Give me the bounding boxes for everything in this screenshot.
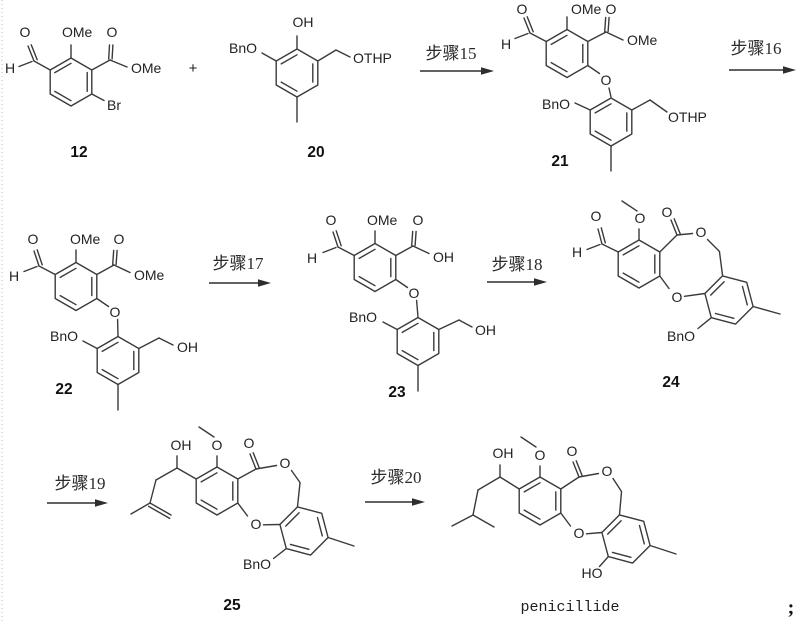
bromine-label: Br [107, 97, 121, 113]
compound-20-number: 20 [307, 144, 324, 161]
hydroxymethyl-oh-label: OH [177, 339, 198, 355]
lactone-carbonyl-o-label: O [567, 443, 578, 459]
compound-penicillide-name: penicillide [520, 599, 619, 616]
step-19-label: 步骤19 [55, 474, 106, 493]
hydroxyl-label: OH [293, 14, 314, 30]
step-15-label: 步骤15 [426, 44, 477, 63]
aldehyde-o-label: O [28, 231, 39, 247]
hydroxyl-label: OH [171, 437, 192, 453]
lactone-carbonyl-o-label: O [662, 204, 673, 220]
compound-25: O OH O O O BnO 25 [130, 426, 355, 614]
ester-o-label: O [107, 24, 118, 40]
methoxy-label: OMe [571, 1, 602, 17]
ester-ome-label: OMe [627, 32, 658, 48]
diaryl-ether-o-label: O [574, 525, 585, 541]
diaryl-ether-o-label: O [601, 72, 612, 88]
diaryl-ether-o-label: O [672, 289, 683, 305]
methoxy-o-label: O [535, 447, 546, 463]
ester-o-label: O [114, 231, 125, 247]
compound-22: H O OMe O OMe O BnO OH 22 [9, 231, 198, 411]
phenol-ho-label: HO [582, 565, 603, 581]
compound-20: OH BnO OTHP 20 [229, 14, 392, 161]
aldehyde-o-label: O [517, 1, 528, 17]
compound-21-number: 21 [551, 153, 569, 170]
benzyloxy-label: BnO [667, 328, 695, 344]
compound-25-number: 25 [223, 597, 241, 614]
diaryl-ether-o-label: O [110, 304, 121, 320]
hydroxymethyl-oh-label: OH [475, 322, 496, 338]
lactone-carbonyl-o-label: O [244, 435, 255, 451]
aldehyde-o-label: O [326, 212, 337, 228]
aldehyde-h-label: H [501, 36, 511, 52]
thp-ether-label: OTHP [353, 50, 392, 66]
aldehyde-o-label: O [20, 24, 31, 40]
ester-ome-label: OMe [134, 267, 165, 283]
benzyloxy-label: BnO [542, 96, 570, 112]
compound-24: H O O O O O BnO 24 [572, 200, 781, 391]
methoxy-o-label: O [212, 437, 223, 453]
plus-sign: + [189, 60, 198, 77]
compound-22-number: 22 [55, 381, 72, 398]
step-17-label: 步骤17 [213, 254, 264, 273]
step-17: 步骤17 [209, 254, 271, 287]
aldehyde-h-label: H [5, 60, 15, 76]
compound-23-number: 23 [388, 384, 406, 401]
compound-24-number: 24 [662, 374, 680, 391]
step-15: 步骤15 [420, 44, 494, 75]
thp-ether-label: OTHP [668, 109, 707, 125]
diaryl-ether-o-label: O [251, 516, 262, 532]
benzyloxy-label: BnO [229, 40, 257, 56]
benzyloxy-label: BnO [349, 309, 377, 325]
compound-21: H O OMe O OMe O BnO OTHP 21 [501, 1, 707, 172]
hydroxyl-label: OH [493, 445, 514, 461]
trailing-semicolon: ; [788, 597, 795, 619]
aldehyde-h-label: H [572, 244, 582, 260]
compound-penicillide: O OH O O O HO penicillide [451, 436, 677, 616]
benzyloxy-label: BnO [50, 328, 78, 344]
compound-12: H O OMe O OMe Br 12 [5, 24, 162, 161]
step-18: 步骤18 [487, 255, 547, 286]
aldehyde-o-label: O [591, 208, 602, 224]
lactone-o-label: O [696, 224, 707, 240]
acid-o-label: O [413, 212, 424, 228]
methoxy-o-label: O [635, 210, 646, 226]
ester-o-label: O [606, 1, 617, 17]
compound-12-number: 12 [70, 144, 87, 161]
compound-23: H O OMe O OH O BnO OH 23 [307, 212, 496, 401]
methoxy-label: OMe [70, 231, 101, 247]
step-18-label: 步骤18 [492, 255, 543, 274]
aldehyde-h-label: H [9, 268, 19, 284]
step-19: 步骤19 [47, 474, 108, 507]
acid-oh-label: OH [433, 249, 454, 265]
step-20-label: 步骤20 [371, 468, 422, 487]
step-16-label: 步骤16 [731, 39, 782, 58]
lactone-o-label: O [602, 463, 613, 479]
aldehyde-h-label: H [307, 250, 317, 266]
methoxy-label: OMe [367, 212, 398, 228]
methoxy-label: OMe [62, 24, 93, 40]
ester-ome-label: OMe [131, 60, 162, 76]
step-16: 步骤16 [729, 39, 796, 74]
benzyloxy-label: BnO [243, 556, 271, 572]
diaryl-ether-o-label: O [409, 285, 420, 301]
lactone-o-label: O [280, 455, 291, 471]
step-20: 步骤20 [365, 468, 425, 506]
